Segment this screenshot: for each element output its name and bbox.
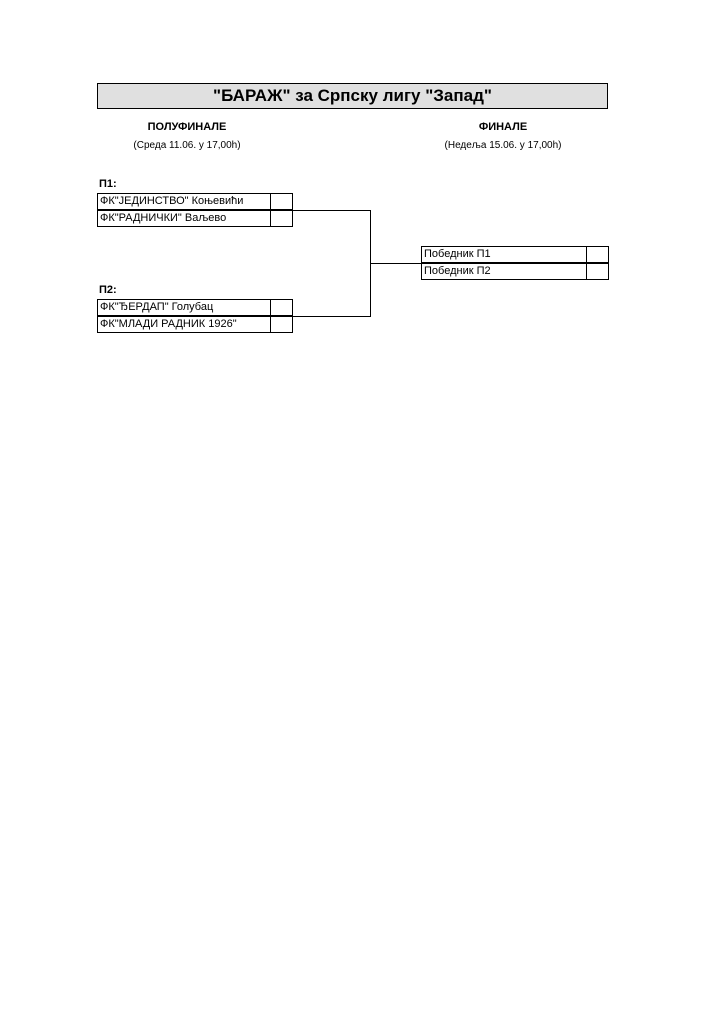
- match-1-team-2-row: ФК"РАДНИЧКИ" Ваљево: [97, 210, 293, 227]
- match-2-label: П2:: [99, 284, 117, 296]
- final-heading: ФИНАЛЕ: [478, 121, 528, 133]
- score-cell: [270, 300, 292, 315]
- match-2-team-1-row: ФК"ЂЕРДАП" Голубац: [97, 299, 293, 316]
- match-2-team-2-row: ФК"МЛАДИ РАДНИК 1926": [97, 316, 293, 333]
- match-1-team-1-row: ФК"ЈЕДИНСТВО" Коњевићи: [97, 193, 293, 210]
- score-cell: [586, 264, 608, 279]
- semifinal-heading: ПОЛУФИНАЛЕ: [147, 121, 227, 133]
- team-name: ФК"МЛАДИ РАДНИК 1926": [100, 318, 237, 330]
- final-team-2-row: Победник П2: [421, 263, 609, 280]
- team-name: ФК"ЂЕРДАП" Голубац: [100, 301, 214, 313]
- team-name: Победник П2: [424, 265, 491, 277]
- page-title: "БАРАЖ" за Српску лигу "Запад": [97, 83, 608, 109]
- bracket-line-p1: [293, 210, 370, 211]
- title-text: "БАРАЖ" за Српску лигу "Запад": [213, 86, 492, 105]
- match-1-label: П1:: [99, 178, 117, 190]
- semifinal-date: (Среда 11.06. у 17,00h): [133, 140, 241, 151]
- score-cell: [270, 211, 292, 226]
- score-cell: [270, 317, 292, 332]
- bracket-line-p2: [293, 316, 370, 317]
- final-date: (Недеља 15.06. у 17,00h): [444, 140, 562, 151]
- team-name: Победник П1: [424, 248, 491, 260]
- score-cell: [270, 194, 292, 209]
- bracket-line-final: [370, 263, 421, 264]
- team-name: ФК"РАДНИЧКИ" Ваљево: [100, 212, 227, 224]
- team-name: ФК"ЈЕДИНСТВО" Коњевићи: [100, 195, 244, 207]
- final-team-1-row: Победник П1: [421, 246, 609, 263]
- score-cell: [586, 247, 608, 262]
